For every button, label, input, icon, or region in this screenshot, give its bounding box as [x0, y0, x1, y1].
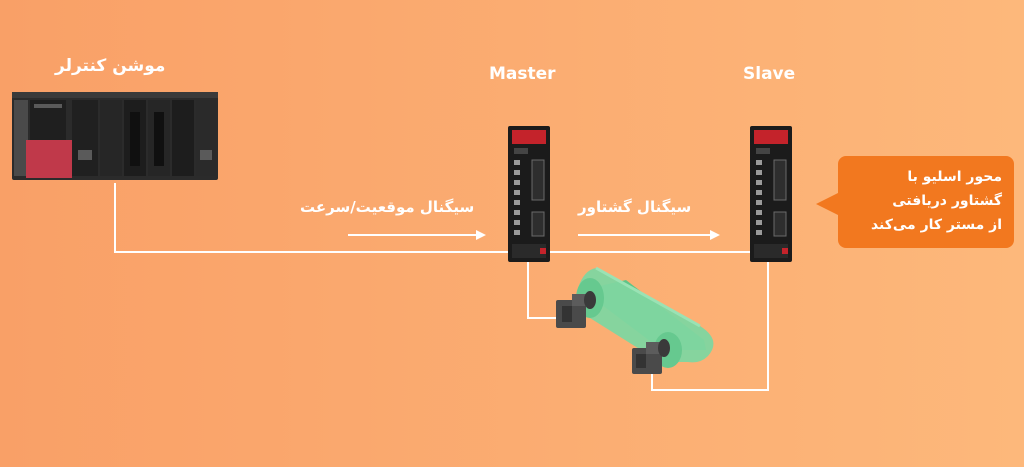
slave-motor-image: [632, 339, 670, 374]
slave-to-motor-line: [651, 262, 769, 391]
master-motor-image: [556, 291, 596, 328]
master-drive-image: [508, 126, 550, 262]
wiring: [114, 183, 769, 391]
controller-title: موشن کنترلر: [55, 56, 166, 76]
encoder-signal-label: سیگنال گشتاور: [578, 198, 692, 216]
master-to-motor-line: [527, 262, 556, 319]
master-title: Master: [489, 64, 556, 84]
encoder-arrowhead: [710, 230, 720, 240]
slave-title: Slave: [743, 64, 796, 84]
position-speed-signal-label: سیگنال موقعیت/سرعت: [300, 198, 475, 216]
callout-pointer: [816, 192, 840, 216]
callout-box: محور اسلیو با گشتاور دریافتی از مستر کار…: [838, 156, 1014, 248]
motion-controller-image: [12, 92, 218, 180]
controller-to-master-line: [114, 183, 508, 253]
callout-text: محور اسلیو با گشتاور دریافتی از مستر کار…: [870, 169, 1002, 233]
signal-arrows: [348, 230, 720, 240]
slave-drive-image: [750, 126, 792, 262]
position-arrowhead: [476, 230, 486, 240]
